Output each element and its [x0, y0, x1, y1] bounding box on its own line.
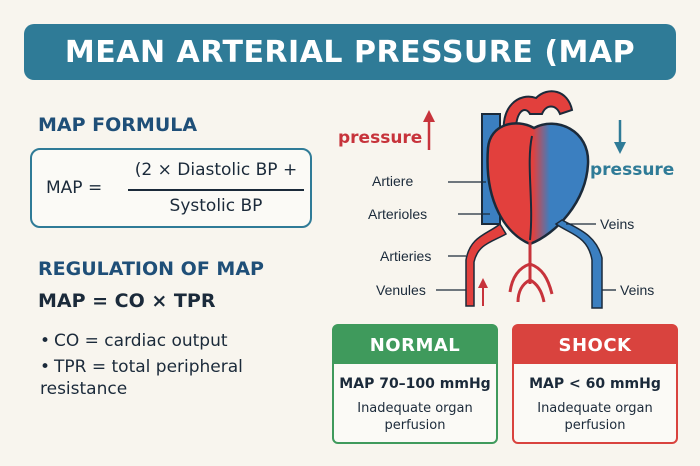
- shock-range: MAP < 60 mmHg: [529, 376, 661, 392]
- bullet-item: •CO = cardiac output: [40, 330, 228, 352]
- normal-status-heading: NORMAL: [334, 326, 496, 364]
- formula-heading: MAP FORMULA: [38, 114, 198, 136]
- capillary-branches: [508, 242, 554, 303]
- fraction-bar: [128, 189, 304, 191]
- heart-shape: [486, 122, 590, 246]
- title-banner: MEAN ARTERIAL PRESSURE (MAP: [24, 24, 676, 80]
- label-venules: Venules: [376, 282, 426, 298]
- normal-note: Inadequate organ perfusion: [357, 401, 473, 433]
- bullet-text: TPR = total peripheral resistance: [40, 357, 243, 399]
- label-artiere: Artiere: [372, 173, 414, 189]
- shock-status-card: SHOCK MAP < 60 mmHg Inadequate organ per…: [512, 324, 678, 444]
- vein-right-shape: [554, 219, 603, 309]
- formula-box: MAP = (2 × Diastolic BP + Systolic BP: [30, 148, 312, 228]
- arrow-up-small-icon: [478, 278, 488, 306]
- pressure-label-arterial: pressure: [338, 128, 423, 148]
- formula-numerator: (2 × Diastolic BP +: [134, 160, 298, 180]
- bullet-text: CO = cardiac output: [54, 331, 228, 351]
- shock-status-heading: SHOCK: [514, 326, 676, 364]
- normal-range: MAP 70–100 mmHg: [339, 376, 491, 392]
- arrow-down-icon: [614, 120, 626, 154]
- bullet-dot: •: [40, 357, 51, 377]
- heart-diagram: [423, 90, 626, 309]
- label-veins-lower: Veins: [620, 282, 655, 298]
- formula-lhs: MAP =: [46, 178, 103, 198]
- label-arterioles: Arterioles: [368, 206, 428, 222]
- pressure-label-venous: pressure: [590, 160, 675, 180]
- aorta-arch-shape: [502, 90, 574, 141]
- page-title: MEAN ARTERIAL PRESSURE (MAP: [64, 34, 636, 70]
- label-veins-upper: Veins: [600, 216, 635, 232]
- regulation-equation: MAP = CO × TPR: [38, 290, 216, 312]
- bullet-dot: •: [40, 331, 51, 351]
- label-artieries: Artieries: [380, 248, 432, 264]
- regulation-heading: REGULATION OF MAP: [38, 258, 264, 280]
- bullet-item: •TPR = total peripheral resistance: [40, 356, 290, 400]
- arrow-up-icon: [423, 110, 435, 150]
- shock-note: Inadequate organ perfusion: [537, 401, 653, 433]
- artery-left-shape: [465, 222, 508, 307]
- normal-status-card: NORMAL MAP 70–100 mmHg Inadequate organ …: [332, 324, 498, 444]
- formula-denominator: Systolic BP: [169, 196, 263, 216]
